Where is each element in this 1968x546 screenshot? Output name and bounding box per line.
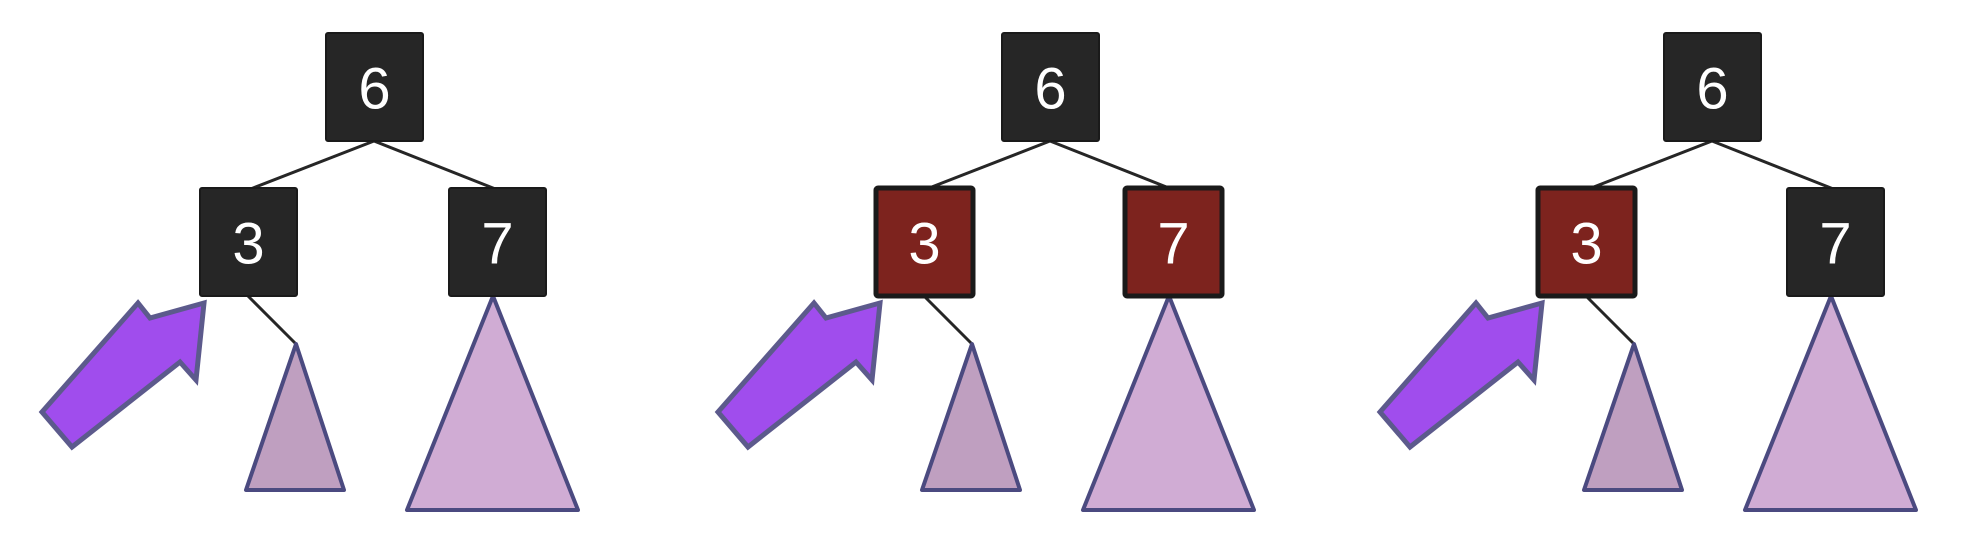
arrow-pointing-up-right-icon	[1376, 299, 1545, 451]
edge-root-to-left	[1585, 139, 1713, 192]
tree-node-root: 6	[1663, 32, 1762, 142]
node-label: 7	[1157, 212, 1189, 277]
node-box	[199, 187, 298, 297]
node-label: 6	[1696, 57, 1728, 122]
node-box	[873, 185, 976, 299]
node-box	[1122, 185, 1225, 299]
tree-node-left: 3	[873, 185, 976, 299]
left-subtree-triangle	[244, 342, 346, 492]
arrow-pointing-up-right-icon	[714, 299, 883, 451]
tree-panel-3: 6 3 7	[1376, 32, 1918, 512]
node-label: 6	[1034, 57, 1066, 122]
edge-left-to-subtree	[246, 294, 298, 346]
tree-panel-1: 6 3 7	[38, 32, 580, 512]
tree-node-right: 7	[1786, 187, 1885, 297]
tree-node-root: 6	[325, 32, 424, 142]
tree-panel-2: 6 3 7	[714, 32, 1256, 512]
node-box	[1663, 32, 1762, 142]
edge-root-to-left	[923, 139, 1051, 192]
tree-node-right: 7	[1122, 185, 1225, 299]
node-label: 3	[1570, 212, 1602, 277]
node-box	[1535, 185, 1638, 299]
node-label: 7	[481, 212, 513, 277]
right-subtree-triangle	[405, 294, 580, 512]
tree-node-left: 3	[199, 187, 298, 297]
node-label: 6	[358, 57, 390, 122]
node-box	[1001, 32, 1100, 142]
node-label: 7	[1819, 212, 1851, 277]
right-subtree-triangle	[1081, 294, 1256, 512]
tree-node-left: 3	[1535, 185, 1638, 299]
edge-left-to-subtree	[922, 294, 974, 346]
node-box	[448, 187, 547, 297]
edge-left-to-subtree	[1584, 294, 1636, 346]
node-label: 3	[908, 212, 940, 277]
edge-root-to-left	[247, 139, 375, 192]
tree-node-root: 6	[1001, 32, 1100, 142]
tree-node-right: 7	[448, 187, 547, 297]
node-box	[325, 32, 424, 142]
right-subtree-triangle	[1743, 294, 1918, 512]
arrow-pointing-up-right-icon	[38, 299, 207, 451]
node-label: 3	[232, 212, 264, 277]
left-subtree-triangle	[920, 342, 1022, 492]
node-box	[1786, 187, 1885, 297]
edge-root-to-right	[1711, 139, 1837, 192]
edge-root-to-right	[373, 139, 499, 192]
edge-root-to-right	[1049, 139, 1175, 192]
left-subtree-triangle	[1582, 342, 1684, 492]
